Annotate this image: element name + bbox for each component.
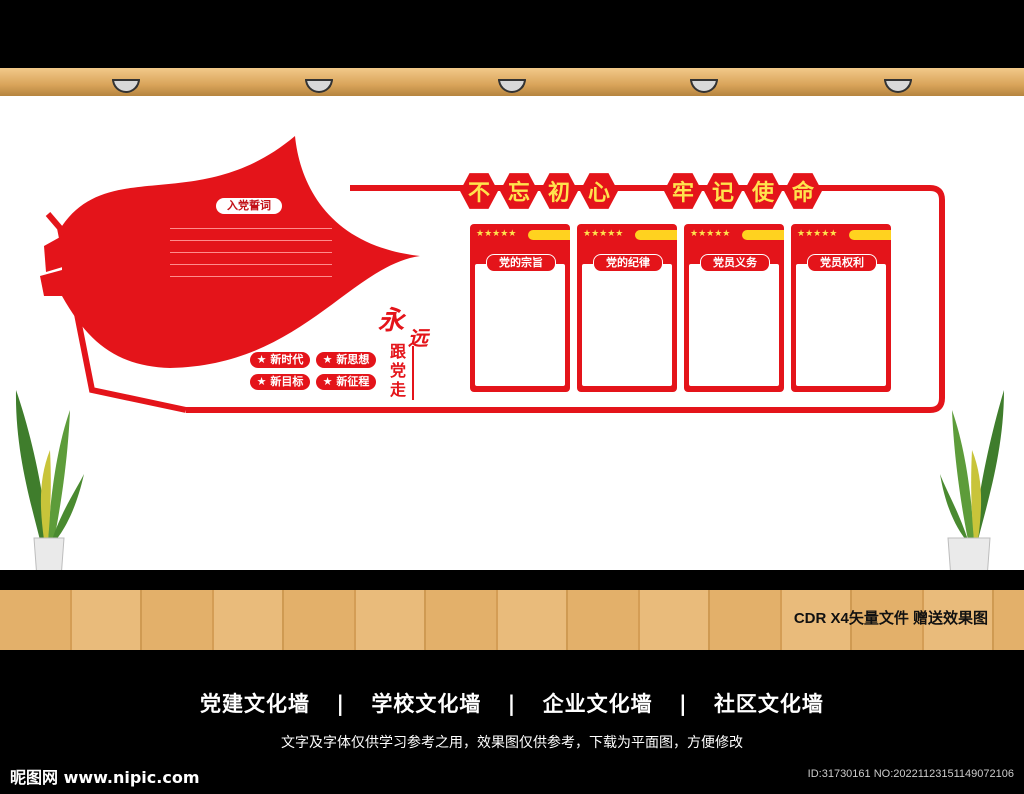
panel-label: 党的宗旨 — [486, 254, 556, 272]
badge-new-goal: ★ 新目标 — [250, 374, 310, 390]
yellow-ribbon — [742, 230, 784, 240]
flag-tail — [44, 236, 66, 272]
star-icon: ★★★★★ — [690, 229, 731, 239]
oath-line — [170, 228, 332, 229]
panel-board — [582, 264, 672, 386]
yellow-ribbon — [849, 230, 891, 240]
motto-zou: 走 — [390, 380, 407, 399]
category-community: 社区文化墙 — [713, 692, 824, 716]
panel-party-purpose: ★★★★★ 党的宗旨 — [470, 224, 570, 392]
star-icon: ★★★★★ — [797, 229, 838, 239]
slogan-char: 不 — [460, 173, 498, 209]
star-icon: ★★★★★ — [476, 229, 517, 239]
separator: | — [336, 692, 346, 716]
wooden-floor — [0, 590, 1024, 650]
oath-line — [170, 252, 332, 253]
oath-title: 入党誓词 — [216, 198, 282, 214]
panel-board — [475, 264, 565, 386]
flag-tail — [40, 270, 66, 296]
motto-yuan: 远 — [408, 326, 428, 350]
top-black-band — [0, 0, 1024, 68]
badge-new-era: ★ 新时代 — [250, 352, 310, 368]
potted-plant-right-icon — [940, 390, 1004, 593]
potted-plant-left-icon — [15, 390, 84, 593]
category-enterprise: 企业文化墙 — [542, 692, 653, 716]
frame-line — [186, 185, 945, 413]
category-party-building: 党建文化墙 — [200, 692, 311, 716]
oath-line — [170, 240, 332, 241]
panel-label: 党员义务 — [700, 254, 770, 272]
separator: | — [507, 692, 517, 716]
bottom-black-band — [0, 650, 1024, 794]
yellow-ribbon — [528, 230, 570, 240]
category-list: 党建文化墙 | 学校文化墙 | 企业文化墙 | 社区文化墙 — [0, 688, 1024, 718]
separator: | — [678, 692, 688, 716]
panel-member-duties: ★★★★★ 党员义务 — [684, 224, 784, 392]
motto-yong: 永 — [378, 306, 405, 336]
motto-gen: 跟 — [390, 342, 407, 361]
baseboard — [0, 570, 1024, 590]
star-icon: ★★★★★ — [583, 229, 624, 239]
panel-board — [689, 264, 779, 386]
oath-line — [170, 276, 332, 277]
yellow-ribbon — [635, 230, 677, 240]
badge-new-thought: ★ 新思想 — [316, 352, 376, 368]
panel-board — [796, 264, 886, 386]
motto-dang: 党 — [390, 361, 407, 380]
motto-divider — [412, 346, 414, 400]
oath-line — [170, 264, 332, 265]
panel-label: 党员权利 — [807, 254, 877, 272]
image-id: ID:31730161 NO:20221123151149072106 — [807, 768, 1014, 780]
disclaimer-text: 文字及字体仅供学习参考之用，效果图仅供参考，下载为平面图，方便修改 — [281, 735, 743, 751]
panel-member-rights: ★★★★★ 党员权利 — [791, 224, 891, 392]
badge-new-journey: ★ 新征程 — [316, 374, 376, 390]
panel-label: 党的纪律 — [593, 254, 663, 272]
panel-party-discipline: ★★★★★ 党的纪律 — [577, 224, 677, 392]
site-watermark: 昵图网 www.nipic.com — [10, 768, 200, 787]
format-note: CDR X4矢量文件 赠送效果图 — [793, 610, 988, 627]
category-school: 学校文化墙 — [371, 692, 482, 716]
